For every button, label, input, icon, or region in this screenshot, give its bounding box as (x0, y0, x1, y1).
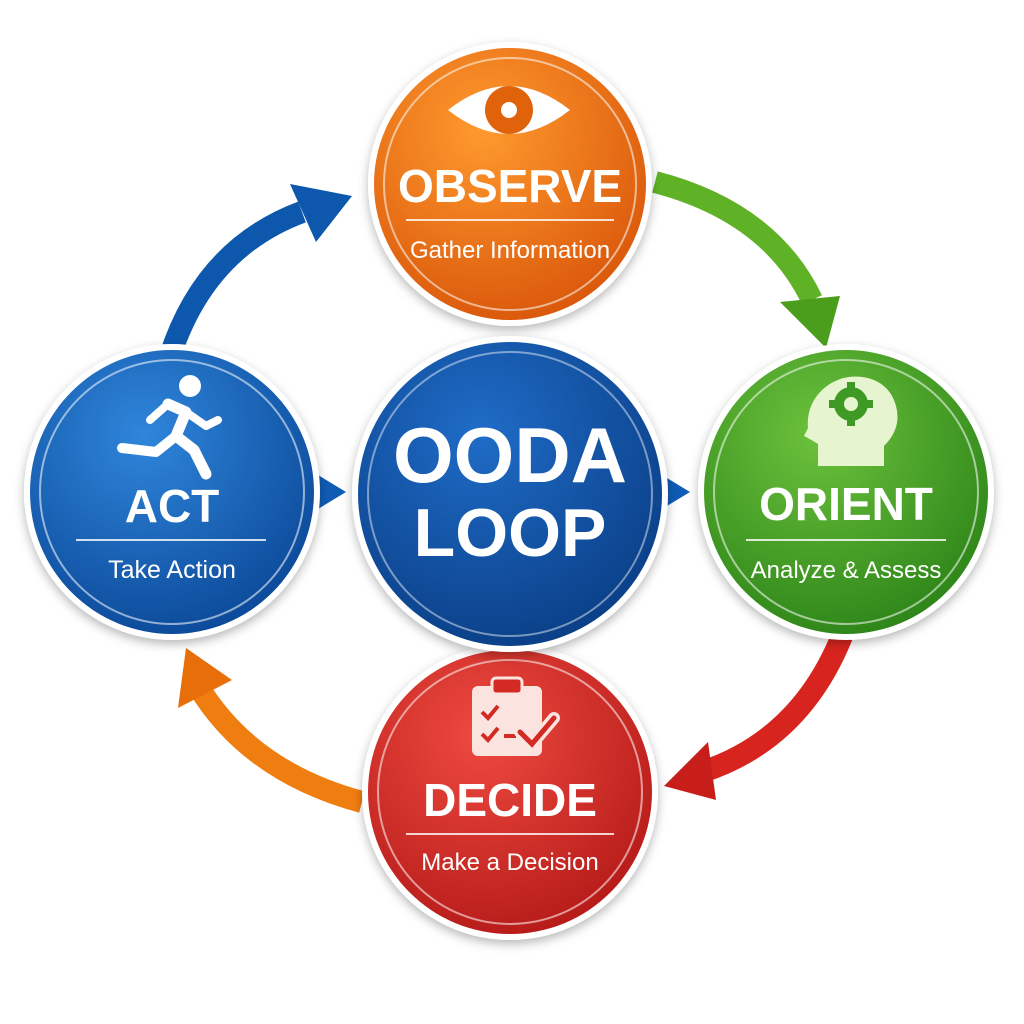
center-title-line2: LOOP (414, 495, 607, 571)
orient-title: ORIENT (759, 478, 933, 530)
orient-subtitle: Analyze & Assess (751, 557, 942, 584)
node-observe: OBSERVE Gather Information (368, 42, 652, 326)
observe-title: OBSERVE (398, 160, 622, 212)
head-gear-icon (804, 376, 898, 466)
running-person-icon (117, 375, 222, 480)
node-orient: ORIENT Analyze & Assess (698, 344, 994, 640)
arrow-act-to-observe (159, 184, 352, 360)
center-title-line1: OODA (393, 411, 627, 499)
arrow-decide-to-act (178, 648, 365, 813)
act-title: ACT (125, 480, 220, 532)
pointer-center-to-orient (662, 475, 690, 509)
node-center: OODA LOOP (352, 336, 668, 652)
pointer-act-to-center (318, 475, 346, 509)
arrow-orient-to-decide (664, 631, 853, 800)
decide-subtitle: Make a Decision (421, 849, 598, 876)
node-act: ACT Take Action (24, 344, 320, 640)
arrow-observe-to-orient (652, 171, 840, 348)
eye-icon (448, 86, 570, 134)
node-decide: DECIDE Make a Decision (362, 644, 658, 940)
act-subtitle: Take Action (108, 556, 236, 584)
decide-title: DECIDE (423, 774, 597, 826)
clipboard-check-icon (472, 676, 560, 756)
observe-subtitle: Gather Information (410, 237, 610, 264)
